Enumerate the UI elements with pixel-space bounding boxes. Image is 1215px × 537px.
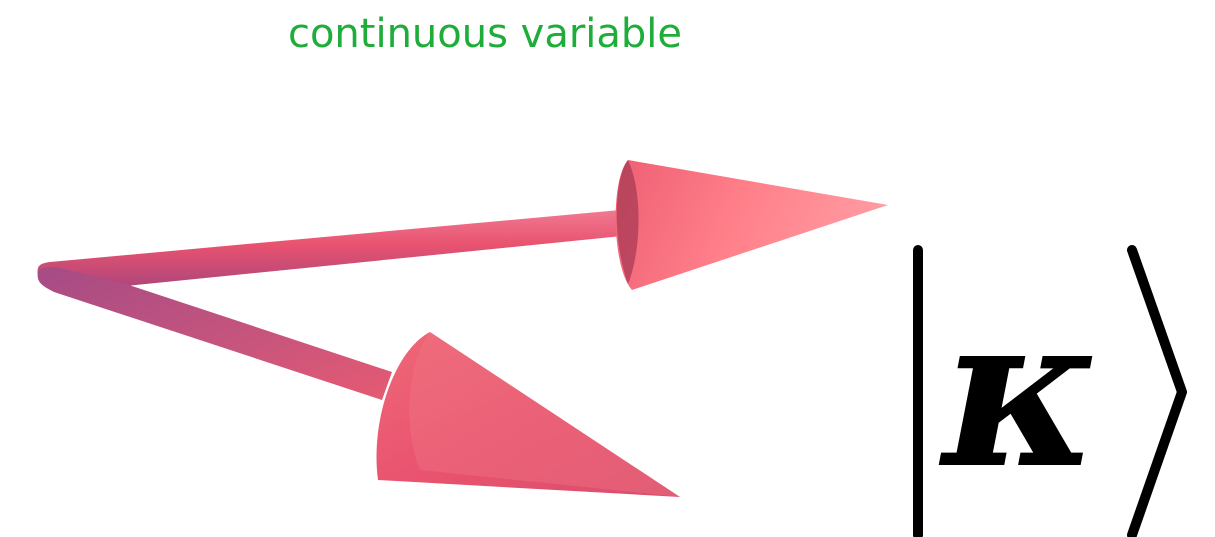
upper-arrowhead: [615, 160, 888, 290]
upper-arrow-shaft: [37, 210, 622, 286]
diagram-title: continuous variable: [287, 11, 683, 57]
upper-arrowhead-base: [616, 160, 639, 284]
ket-right-angle: [1127, 245, 1187, 537]
ket-symbol: κ: [938, 268, 1099, 515]
lower-arrowhead-highlight: [409, 332, 680, 497]
lower-arrowhead: [376, 332, 680, 497]
lower-arrow-shaft: [37, 267, 392, 400]
